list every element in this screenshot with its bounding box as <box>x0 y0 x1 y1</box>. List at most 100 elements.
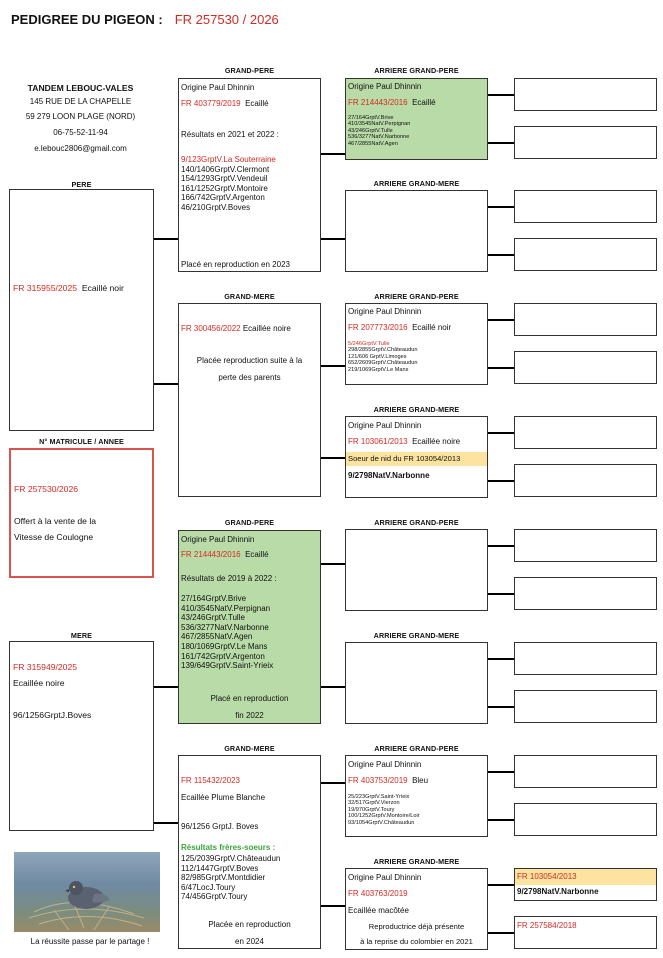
list-item: 125/2039GrptV.Châteaudun <box>181 854 281 863</box>
mere-color: Ecaillée noire <box>13 678 65 688</box>
connector-line <box>488 819 514 821</box>
agp5-box <box>345 529 488 611</box>
agp7-box: Origine Paul Dhinnin FR 403753/2019 Bleu… <box>345 755 488 837</box>
connector-line <box>488 432 514 434</box>
list-item: 6/47LocJ.Toury <box>181 882 236 892</box>
header-agp-7: ARRIERE GRAND-PERE <box>374 744 459 753</box>
list-item: 410/3545NatV.Perpignan <box>181 603 271 613</box>
gp-pere-top-result: 9/123GrptV.La Souterraine <box>181 155 276 164</box>
header-matricule: N° MATRICULE / ANNEE <box>39 437 124 446</box>
gp-pere-color: Ecaillé <box>245 99 269 108</box>
header-grand-pere-1: GRAND-PERE <box>224 66 275 75</box>
agp3-color: Ecaillé noir <box>412 323 452 332</box>
list-item: 82/985GrptV.Montdidier <box>181 873 266 883</box>
gm-mere-siblings: 125/2039GrptV.Châteaudun 112/1447GrptV.B… <box>181 854 280 902</box>
owner-address2: 59 279 LOON PLAGE (NORD) <box>25 112 136 121</box>
connector-line <box>488 94 514 96</box>
list-item: 536/3277NatV.Narbonne <box>348 134 410 141</box>
list-item: 100/1252GrptV.Montoire/Loir <box>348 813 420 820</box>
photo-caption: La réussite passe par le partage ! <box>30 937 150 946</box>
list-item: 161/1252GrptV.Montoire <box>181 183 268 193</box>
agp3-ring: FR 207773/2016 <box>348 323 408 332</box>
grand-mere-pere-box: FR 300456/2022 Ecaillée noire Placée rep… <box>178 303 321 497</box>
connector-line <box>488 706 514 708</box>
list-item: 43/246GrptV.Tulle <box>348 127 393 134</box>
far-box-12 <box>514 690 657 723</box>
grand-pere-pere-box: Origine Paul Dhinnin FR 403779/2019 Ecai… <box>178 78 321 272</box>
subject-ring: FR 257530/2026 <box>14 484 79 494</box>
connector-line <box>488 771 514 773</box>
subject-box: FR 257530/2026 Offert à la vente de la V… <box>9 448 154 578</box>
list-item: 536/3277NatV.Narbonne <box>181 622 269 632</box>
grand-pere-mere-box: Origine Paul Dhinnin FR 214443/2016 Ecai… <box>178 530 321 724</box>
list-item: 46/210GrptV.Boves <box>181 202 251 212</box>
pere-box: FR 315955/2025 Ecaillé noir <box>9 189 154 431</box>
far-ring2: FR 257584/2018 <box>517 921 577 930</box>
mere-box: FR 315949/2025 Ecaillée noire 96/1256Grp… <box>9 641 154 831</box>
header-agm-6: ARRIERE GRAND-MERE <box>373 631 460 640</box>
gp-mere-color: Ecaillé <box>245 550 269 559</box>
agm8-color: Ecaillée macôtée <box>348 906 409 915</box>
far-box-14 <box>514 803 657 836</box>
gm-mere-note1: Placée en reproduction <box>208 920 291 929</box>
agm8-ring: FR 403763/2019 <box>348 889 408 898</box>
list-item: 219/1069GrptV.Le Mans <box>348 366 409 373</box>
gp-mere-note2: fin 2022 <box>235 711 264 720</box>
gp-pere-results-title: Résultats en 2021 et 2022 : <box>181 130 279 139</box>
header-agm-4: ARRIERE GRAND-MERE <box>373 405 460 414</box>
connector-line <box>321 686 345 688</box>
connector-line <box>321 905 345 907</box>
agp1-color: Ecaillé <box>412 98 436 107</box>
gp-mere-note1: Placé en reproduction <box>210 694 289 703</box>
owner-email[interactable]: e.lebouc2806@gmail.com <box>34 144 127 153</box>
list-item: 25/223GrptV.Saint-Yrieix <box>348 794 410 800</box>
header-agp-1: ARRIERE GRAND-PERE <box>374 66 459 75</box>
agp1-results: 27/164GrptV.Brive 410/3545NatV.Perpignan… <box>348 115 410 147</box>
far-box-8 <box>514 464 657 497</box>
far-ring1: FR 103054/2013 <box>515 869 656 885</box>
agp1-box: Origine Paul Dhinnin FR 214443/2016 Ecai… <box>345 78 488 160</box>
far-box-16: FR 257584/2018 <box>514 916 657 949</box>
agp7-color: Bleu <box>412 776 429 785</box>
gm-mere-siblings-title: Résultats frères-soeurs : <box>181 843 276 852</box>
mere-ring: FR 315949/2025 <box>13 662 78 672</box>
connector-line <box>154 686 178 688</box>
list-item: 27/164GrptV.Brive <box>348 115 394 121</box>
gp-pere-note: Placé en reproduction en 2023 <box>181 260 290 269</box>
title-number: FR 257530 / 2026 <box>174 12 279 27</box>
gm-pere-color: Ecaillée noire <box>242 324 291 333</box>
far-box-6 <box>514 351 657 384</box>
far-box-1 <box>514 78 657 111</box>
far-box-9 <box>514 529 657 562</box>
header-agp-5: ARRIERE GRAND-PERE <box>374 518 459 527</box>
agm4-color: Ecaillée noire <box>412 437 461 446</box>
list-item: 74/456GrptV.Toury <box>181 892 248 902</box>
owner-address1: 145 RUE DE LA CHAPELLE <box>29 97 132 106</box>
header-grand-mere-1: GRAND-MERE <box>224 292 275 301</box>
header-grand-pere-2: GRAND-PERE <box>224 518 275 527</box>
gm-pere-ring: FR 300456/2022 <box>181 324 241 333</box>
list-item: 93/1054GrptV.Châteaudun <box>348 819 415 826</box>
gm-pere-note1: Placée reproduction suite à la <box>196 356 303 365</box>
list-item: 140/1406GrptV.Clermont <box>181 164 270 174</box>
connector-line <box>321 238 345 240</box>
agm4-sister: Soeur de nid du FR 103054/2013 <box>346 452 487 466</box>
agp7-origin: Origine Paul Dhinnin <box>348 760 422 769</box>
connector-line <box>321 153 345 155</box>
agm4-origin: Origine Paul Dhinnin <box>348 421 422 430</box>
agp3-origin: Origine Paul Dhinnin <box>348 307 422 316</box>
agm4-ring: FR 103061/2013 <box>348 437 408 446</box>
connector-line <box>154 383 178 385</box>
agp3-results: 5/246GrptV.Tulle 298/2855GrptV.Châteaudu… <box>348 341 417 373</box>
gp-pere-ring: FR 403779/2019 <box>181 99 241 108</box>
gp-pere-origin: Origine Paul Dhinnin <box>181 83 255 92</box>
agm4-result: 9/2798NatV.Narbonne <box>348 471 430 480</box>
pere-color: Ecaillé noir <box>81 283 124 293</box>
agp1-origin: Origine Paul Dhinnin <box>348 82 422 91</box>
connector-line <box>321 457 345 459</box>
agm2-box <box>345 190 488 272</box>
connector-line <box>321 563 345 565</box>
list-item: 19/970GrptV.Toury <box>348 806 395 813</box>
list-item: 27/164GrptV.Brive <box>181 594 247 603</box>
owner-block: TANDEM LEBOUC-VALES 145 RUE DE LA CHAPEL… <box>8 82 153 157</box>
